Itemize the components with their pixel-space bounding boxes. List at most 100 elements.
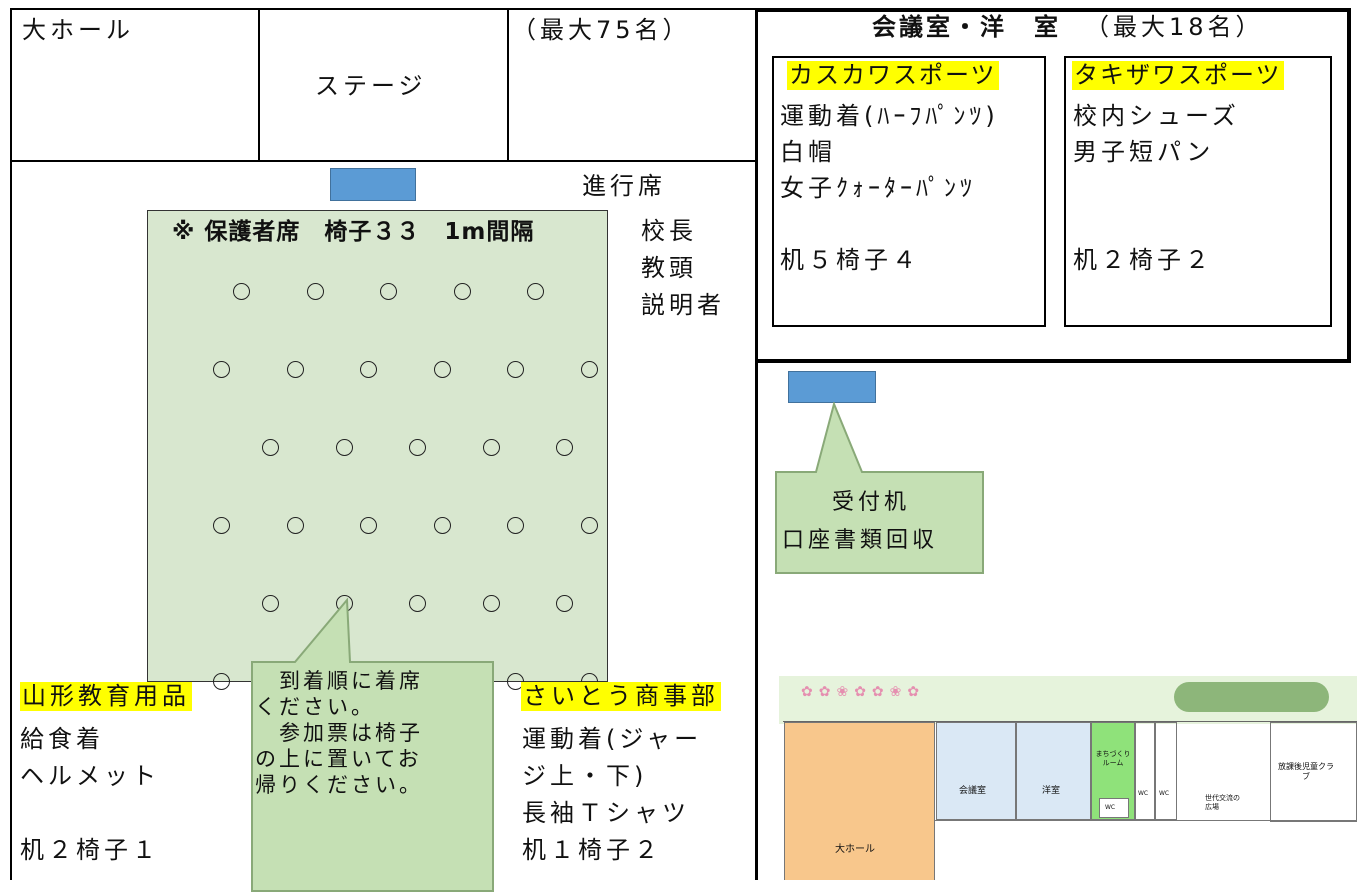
stage-bottom-border: [10, 160, 757, 162]
parent-seat: [262, 439, 279, 456]
parent-seat: [433, 361, 451, 378]
parent-seat: [433, 517, 451, 534]
parent-seat: [360, 517, 377, 534]
map-wc-label: WC: [1138, 790, 1149, 797]
vendor-item: [20, 795, 160, 832]
vendor-item: 女子ｸｫｰﾀｰﾊﾟﾝﾂ: [780, 174, 976, 202]
hall-top-border: [10, 8, 757, 10]
hall-right-border: [755, 8, 758, 880]
vendor-item: 男子短パン: [1073, 138, 1215, 166]
parent-seat: [286, 517, 304, 534]
parent-seat: [262, 595, 279, 612]
vendor-takizawa-name: タキザワスポーツ: [1072, 61, 1284, 90]
map-hall-label: 大ホール: [835, 844, 875, 855]
floor-map: ✿✿❀✿✿❀✿ 大ホール 会議室 洋室 まちづくりルーム WC WC WC 世代…: [779, 676, 1357, 880]
parent-seat: [482, 439, 500, 456]
vendor-yamagata-items: 給食着 ヘルメット 机２椅子１: [20, 721, 160, 869]
parent-seat: [556, 439, 573, 456]
stage-label: ステージ: [315, 72, 427, 100]
hall-capacity: （最大75名）: [512, 16, 691, 44]
vendor-item: 机２椅子１: [20, 836, 160, 864]
vendor-item: 長袖Ｔシャツ: [522, 799, 690, 827]
parent-seat: [213, 673, 230, 690]
stage-right-border: [507, 8, 509, 162]
flower-icon: ✿✿❀✿✿❀✿: [801, 684, 926, 700]
parent-seat: [580, 517, 598, 534]
reception-line: 口座書類回収: [782, 528, 939, 553]
parent-seat: [306, 283, 324, 300]
officials-list: 校長 教頭 説明者: [641, 213, 725, 324]
callout-line: ください。: [255, 695, 375, 719]
parent-seat: [213, 517, 230, 534]
map-plaza-label: 世代交流の広場: [1205, 794, 1240, 811]
map-machizukuri-label: まちづくりルーム: [1095, 750, 1131, 767]
map-wc-small: [1099, 798, 1129, 818]
parent-seat: [556, 595, 573, 612]
vendor-item: ヘルメット: [20, 762, 160, 790]
map-wc-label: WC: [1159, 790, 1170, 797]
vendor-kasukawa-items: 運動着(ﾊｰﾌﾊﾟﾝﾂ) 白帽 女子ｸｫｰﾀｰﾊﾟﾝﾂ 机５椅子４: [780, 98, 999, 278]
vendor-item: 机５椅子４: [780, 246, 920, 274]
parent-seat: [380, 283, 397, 300]
map-wc-label: WC: [1105, 804, 1116, 811]
vendor-item: 校内シューズ: [1073, 102, 1240, 130]
vendor-item: 給食着: [20, 725, 104, 753]
parent-seat: [507, 517, 524, 534]
vendor-item: [1073, 170, 1240, 206]
seating-callout-text: 到着順に着席 ください。 参加票は椅子 の上に置いてお 帰りください。: [255, 668, 423, 798]
vendor-kasukawa-box: [772, 56, 1046, 327]
vendor-yamagata-name: 山形教育用品: [20, 682, 192, 711]
parent-seat: [335, 439, 353, 456]
reception-table: [788, 371, 876, 403]
progress-table: [330, 168, 416, 201]
parent-seat: [360, 361, 377, 378]
map-meeting-label: 会議室: [959, 786, 987, 796]
map-western-room: [1016, 722, 1091, 820]
map-hall-room: [784, 722, 935, 880]
parent-seat: [409, 595, 426, 612]
vendor-takizawa-box: [1064, 56, 1332, 327]
vendor-saito-name: さいとう商事部: [521, 682, 721, 711]
vendor-item: 机２椅子２: [1073, 246, 1213, 274]
map-wc-2: [1155, 722, 1177, 820]
reception-callout: [775, 402, 984, 574]
parent-seat: [409, 439, 426, 456]
map-afterschool-label: 放課後児童クラブ: [1278, 762, 1334, 781]
vendor-item: 机１椅子２: [522, 836, 662, 864]
progress-seat-label: 進行席: [582, 172, 666, 200]
callout-line: 参加票は椅子: [255, 721, 423, 745]
tree-icon: [1174, 682, 1329, 712]
official-principal: 校長: [641, 217, 697, 245]
callout-line: の上に置いてお: [255, 747, 422, 771]
reception-line: 受付机: [832, 490, 911, 515]
meeting-room: [757, 8, 1351, 363]
vendor-saito-items: 運動着(ジャー ジ上・下) 長袖Ｔシャツ 机１椅子２: [522, 721, 702, 869]
vendor-item: 白帽: [780, 138, 836, 166]
vendor-item: ジ上・下): [522, 762, 648, 790]
parent-seat: [580, 361, 598, 378]
hall-name: 大ホール: [22, 16, 134, 44]
vendor-takizawa-items: 校内シューズ 男子短パン 机２椅子２: [1073, 98, 1240, 278]
parent-seat: [482, 595, 500, 612]
official-presenter: 説明者: [641, 291, 725, 319]
vendor-kasukawa-name: カスカワスポーツ: [787, 61, 999, 90]
map-corridor: [935, 820, 1357, 821]
reception-callout-text: 受付机 口座書類回収: [782, 484, 938, 560]
parent-seat: [286, 361, 304, 378]
map-outline: [783, 721, 1357, 880]
parent-seat: [507, 361, 524, 378]
parent-area-note: ※ 保護者席 椅子３３ 1m間隔: [172, 219, 535, 245]
parent-seat: [453, 283, 471, 300]
parent-seat: [233, 283, 250, 300]
callout-line: 到着順に着席: [255, 669, 423, 693]
hall-left-border: [10, 8, 12, 880]
map-western-label: 洋室: [1042, 786, 1061, 796]
meeting-room-capacity: （最大18名）: [1085, 13, 1264, 41]
parent-seat: [213, 361, 230, 378]
vendor-item: [780, 206, 999, 242]
parent-seat: [507, 673, 524, 690]
vendor-item: 運動着(ジャー: [522, 725, 703, 753]
stage-left-border: [258, 8, 260, 162]
map-wc-1: [1135, 722, 1155, 820]
parent-seat: [527, 283, 544, 300]
